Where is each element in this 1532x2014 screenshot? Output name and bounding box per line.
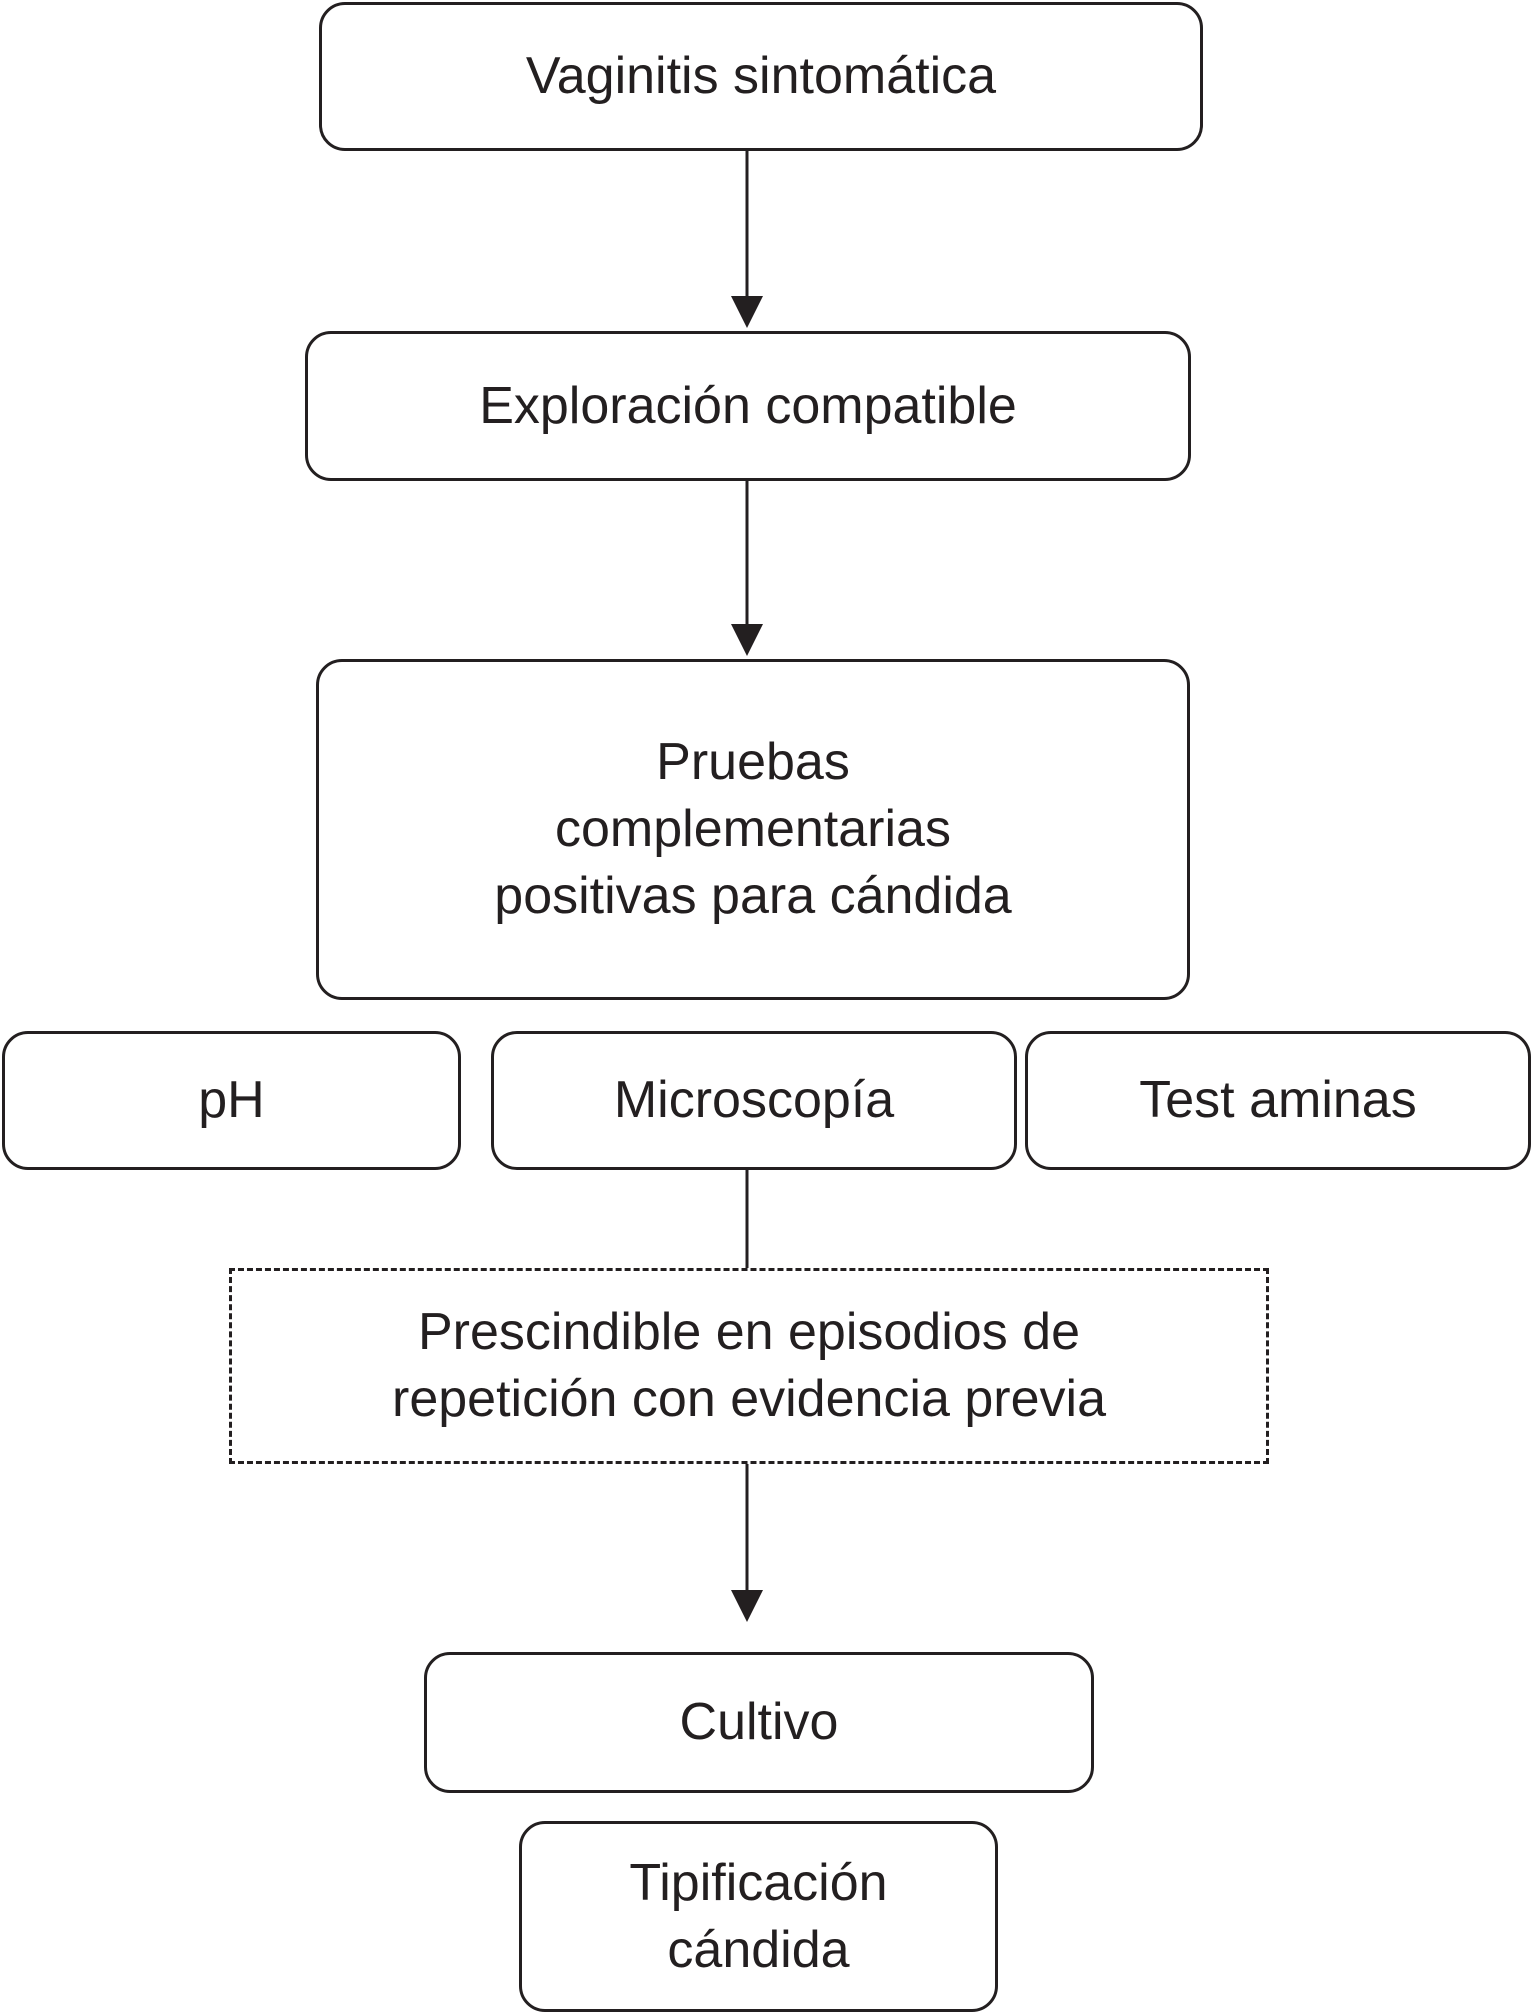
node-prescindible: Prescindible en episodios de repetición … <box>229 1268 1269 1464</box>
node-label: Exploración compatible <box>479 376 1017 435</box>
node-label: Test aminas <box>1139 1071 1417 1129</box>
node-label-line: Prescindible en episodios de <box>418 1303 1080 1361</box>
node-ph: pH <box>2 1031 461 1170</box>
node-label-line: repetición con evidencia previa <box>392 1370 1106 1428</box>
node-label-line: complementarias <box>555 800 951 858</box>
arrowhead-to-exploracion <box>731 296 763 328</box>
node-exploracion-compatible: Exploración compatible <box>305 331 1191 481</box>
node-cultivo: Cultivo <box>424 1652 1094 1793</box>
node-vaginitis-sintomatica: Vaginitis sintomática <box>319 2 1203 151</box>
node-label: Vaginitis sintomática <box>525 47 997 105</box>
node-label: pH <box>198 1071 265 1129</box>
node-label-line: positivas para cándida <box>494 867 1012 925</box>
node-tipificacion-candida: Tipificación cándida <box>519 1821 998 2012</box>
node-pruebas-complementarias: Pruebas complementarias positivas para c… <box>316 659 1190 1000</box>
arrowhead-to-pruebas <box>731 624 763 656</box>
arrowhead-to-cultivo <box>731 1590 763 1622</box>
node-test-aminas: Test aminas <box>1025 1031 1531 1170</box>
node-microscopia: Microscopía <box>491 1031 1017 1170</box>
node-label-line: Tipificación <box>629 1853 888 1912</box>
node-label: Cultivo <box>679 1693 839 1751</box>
node-label: Microscopía <box>613 1071 895 1129</box>
node-label-line: cándida <box>667 1920 850 1979</box>
node-label-line: Pruebas <box>656 733 850 791</box>
